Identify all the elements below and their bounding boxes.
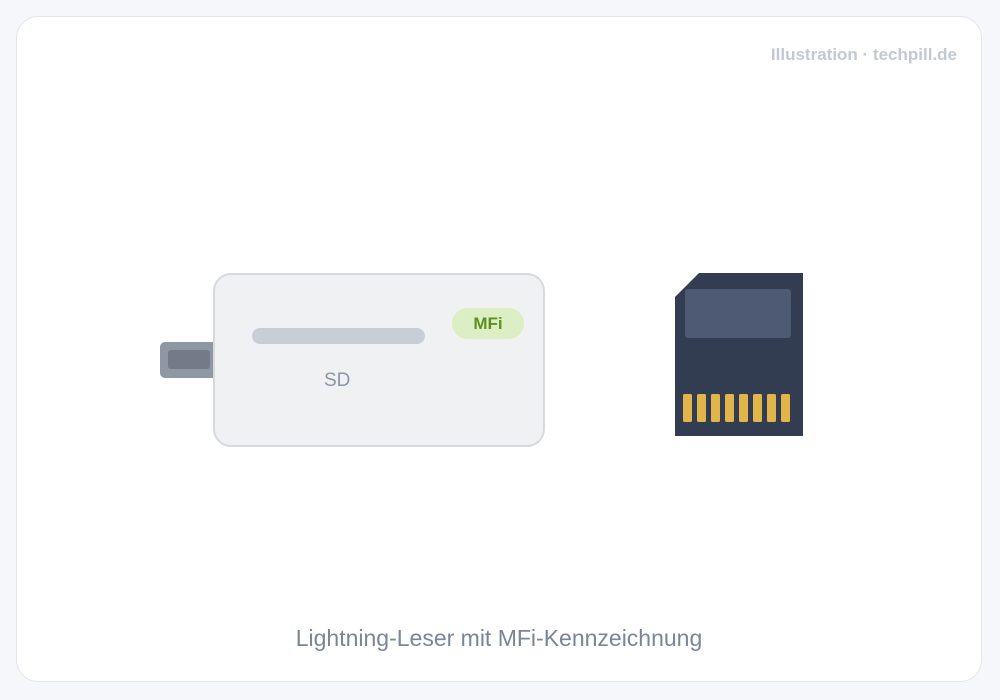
credit-text: Illustration · techpill.de <box>770 45 957 64</box>
connector-tip <box>168 350 210 369</box>
card-reader: SD MFi <box>213 273 545 447</box>
mfi-badge: MFi <box>452 308 524 339</box>
lightning-connector-icon <box>160 342 218 378</box>
sd-card-icon <box>675 273 803 436</box>
sd-card-pins <box>683 394 790 422</box>
sd-card-label-area <box>685 289 791 338</box>
sd-slot <box>252 328 425 344</box>
sd-slot-label: SD <box>324 370 351 391</box>
caption: Lightning-Leser mit MFi-Kennzeichnung <box>295 625 703 651</box>
